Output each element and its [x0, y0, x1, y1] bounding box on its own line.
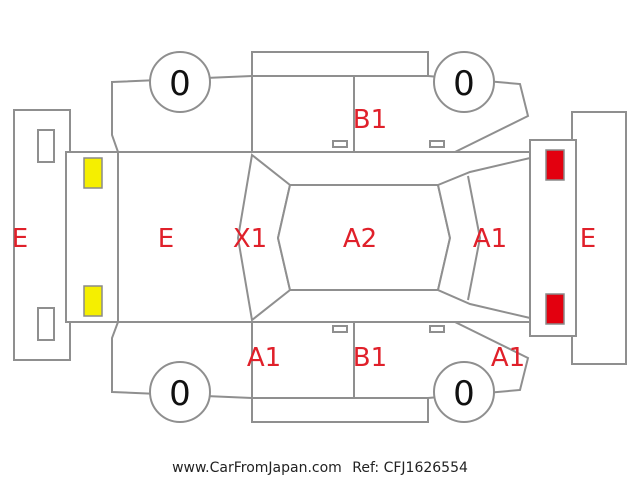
- rear-bumper-notch-bottom: [37, 307, 55, 341]
- bottom-door-handle-front: [429, 325, 445, 333]
- front-lamp-top: [545, 149, 565, 181]
- label-windshield: A1: [473, 224, 507, 254]
- label-rear-bumper: E: [12, 224, 28, 254]
- top-side-body: [111, 75, 530, 153]
- label-rear-glass: X1: [233, 224, 267, 254]
- label-bottom-front-fender: A1: [491, 343, 525, 373]
- rear-bumper-notch-top: [37, 129, 55, 163]
- top-roof-strip: [251, 51, 429, 77]
- label-top-doors: B1: [353, 105, 387, 135]
- wheel-bottom-rear-value: 0: [169, 374, 191, 414]
- wheel-bottom-front: 0: [433, 361, 495, 423]
- label-rear-panel: E: [158, 224, 174, 254]
- bottom-side-body: [111, 321, 530, 399]
- label-bottom-doors: B1: [353, 343, 387, 373]
- wheel-top-front: 0: [433, 51, 495, 113]
- wheel-top-rear: 0: [149, 51, 211, 113]
- bottom-rocker-strip: [251, 397, 429, 423]
- rear-lamp-top: [83, 157, 103, 189]
- front-bumper: [571, 111, 627, 365]
- footer-ref: Ref: CFJ1626554: [352, 460, 468, 476]
- windshield-inner-line: [467, 175, 482, 301]
- label-front-bumper: E: [580, 224, 596, 254]
- label-roof: A2: [343, 224, 377, 254]
- footer-text: www.CarFromJapan.com Ref: CFJ1626554: [172, 460, 468, 476]
- wheel-top-rear-value: 0: [169, 64, 191, 104]
- front-lamp-bottom: [545, 293, 565, 325]
- footer-site: www.CarFromJapan.com: [172, 460, 342, 476]
- windshield: [436, 156, 531, 320]
- label-bottom-rear-fender: A1: [247, 343, 281, 373]
- top-door-handle-rear: [332, 140, 348, 148]
- wheel-bottom-front-value: 0: [453, 374, 475, 414]
- bottom-door-handle-rear: [332, 325, 348, 333]
- top-door-handle-front: [429, 140, 445, 148]
- rear-lamp-bottom: [83, 285, 103, 317]
- wheel-top-front-value: 0: [453, 64, 475, 104]
- wheel-bottom-rear: 0: [149, 361, 211, 423]
